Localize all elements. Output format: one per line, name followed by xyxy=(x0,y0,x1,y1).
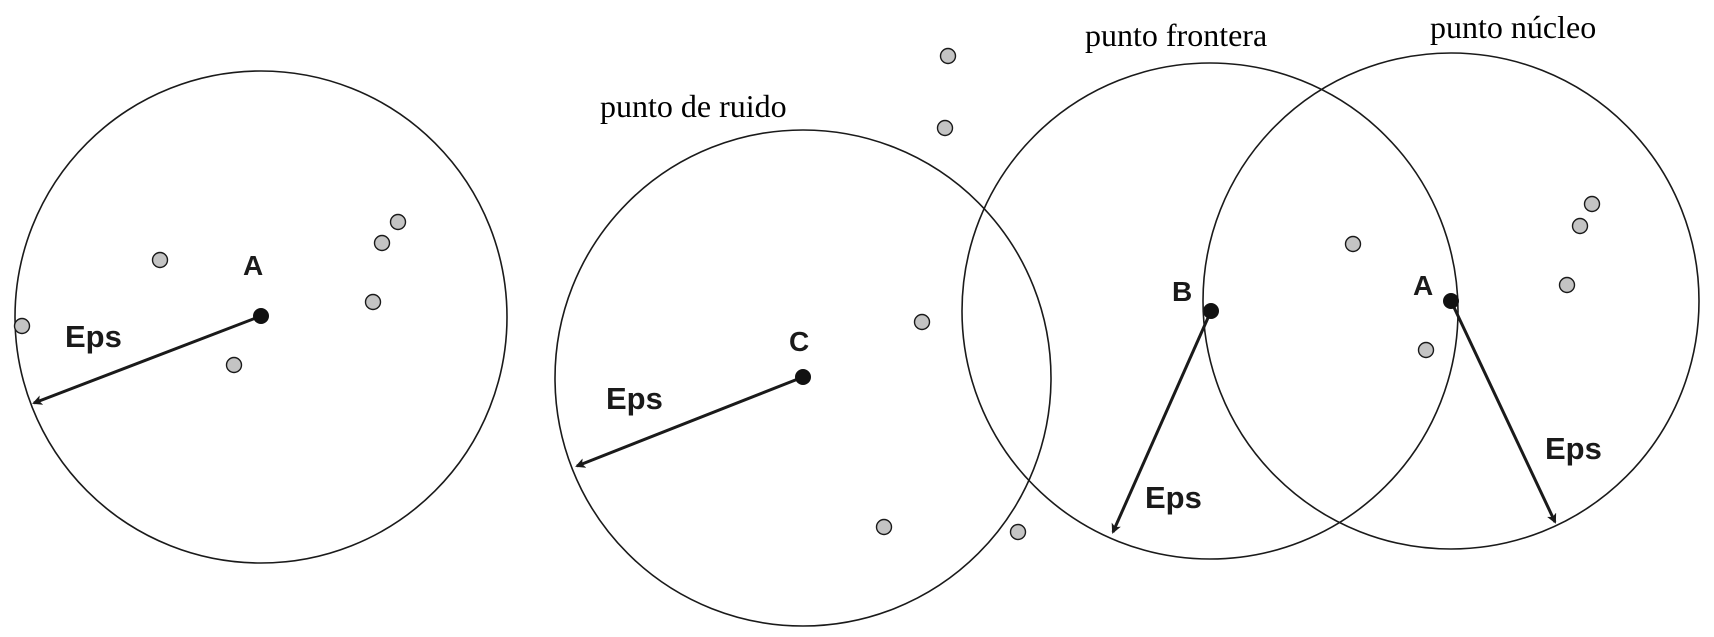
point-a-core-label: A xyxy=(1413,270,1433,301)
eps-arrow-left xyxy=(32,314,262,405)
neighbor-point xyxy=(373,234,391,252)
neighbor-point xyxy=(151,251,169,269)
outside-point xyxy=(936,119,954,137)
neighbor-point xyxy=(389,213,407,231)
caption-border-point: punto frontera xyxy=(1085,17,1267,53)
outside-point xyxy=(939,47,957,65)
neighbor-point xyxy=(1571,217,1589,235)
point-b-label: B xyxy=(1172,276,1192,307)
neighborhood-core: A Eps punto núcleo xyxy=(1202,9,1700,550)
neighborhood-border: B Eps punto frontera xyxy=(961,17,1459,560)
neighbor-point xyxy=(1583,195,1601,213)
caption-noise-point: punto de ruido xyxy=(600,88,787,124)
eps-label-border: Eps xyxy=(1145,480,1202,515)
eps-arrow-noise xyxy=(575,375,804,468)
neighbor-point xyxy=(1558,276,1576,294)
point-c xyxy=(795,369,811,385)
neighbor-point xyxy=(1417,341,1435,359)
neighbor-point xyxy=(225,356,243,374)
point-a-core xyxy=(1443,293,1459,309)
neighbor-point xyxy=(913,313,931,331)
neighbor-point xyxy=(13,317,31,335)
eps-arrow-border xyxy=(1111,310,1213,534)
neighborhood-left: A Eps xyxy=(13,70,508,564)
outside-point xyxy=(1009,523,1027,541)
neighbor-point xyxy=(364,293,382,311)
point-a-left xyxy=(253,308,269,324)
eps-circle-border xyxy=(961,62,1459,560)
point-b xyxy=(1203,303,1219,319)
eps-circle-left xyxy=(14,70,508,564)
caption-core-point: punto núcleo xyxy=(1430,9,1596,45)
eps-label-core: Eps xyxy=(1545,431,1602,466)
eps-circle-core xyxy=(1202,52,1700,550)
eps-arrow-core xyxy=(1449,300,1557,524)
neighborhood-noise: C Eps punto de ruido xyxy=(554,47,1052,627)
neighbor-point xyxy=(875,518,893,536)
eps-circle-noise xyxy=(554,129,1052,627)
point-a-left-label: A xyxy=(243,250,263,281)
point-c-label: C xyxy=(789,326,809,357)
neighbor-point xyxy=(1344,235,1362,253)
eps-label-left: Eps xyxy=(65,319,122,354)
eps-label-noise: Eps xyxy=(606,381,663,416)
